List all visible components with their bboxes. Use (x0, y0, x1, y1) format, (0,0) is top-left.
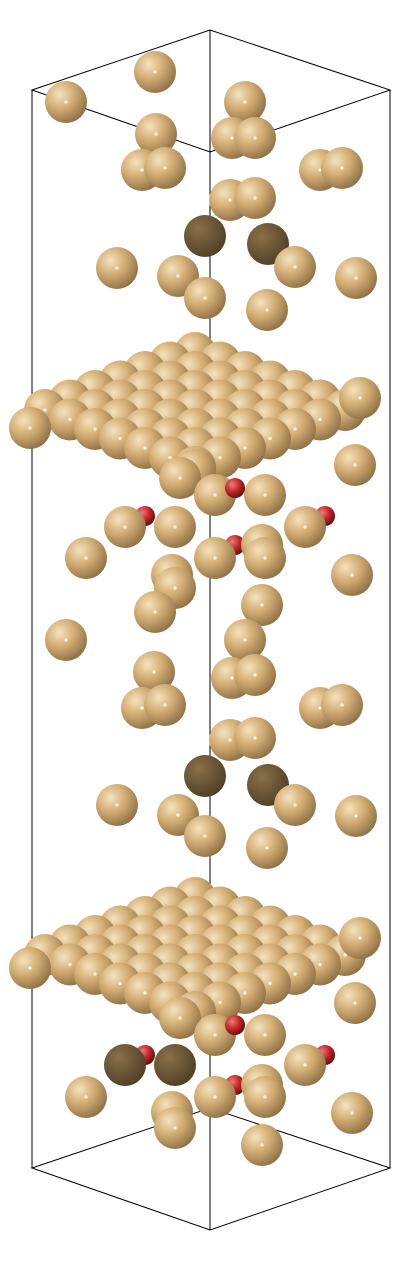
atom-highlight (253, 196, 257, 200)
atom-highlight (230, 136, 234, 140)
atom-highlight (293, 803, 297, 807)
atom-highlight (218, 1000, 222, 1005)
atom-highlight (343, 953, 347, 957)
atom-highlight (303, 525, 307, 529)
atom-highlight (303, 1063, 307, 1067)
atom-highlight (68, 962, 72, 967)
atom-highlight (293, 972, 297, 976)
atom-highlight (228, 198, 232, 202)
atom-highlight (260, 603, 264, 607)
gold-atom (184, 755, 226, 797)
atom-highlight (265, 308, 269, 312)
atom-highlight (28, 426, 32, 430)
atom-highlight (358, 396, 362, 400)
atom-highlight (268, 981, 272, 986)
atom-highlight (176, 813, 180, 817)
atom-highlight (118, 981, 122, 986)
atom-highlight (143, 991, 147, 995)
atom-highlight (84, 556, 88, 560)
atom-highlight (173, 525, 177, 529)
atom-highlight (168, 455, 172, 460)
atom-highlight (350, 573, 354, 577)
atom-highlight (153, 70, 157, 74)
atom-highlight (268, 436, 272, 441)
atom-highlight (293, 427, 297, 431)
atom-highlight (293, 265, 297, 269)
atom-highlight (123, 525, 127, 529)
atom-highlight (203, 834, 207, 838)
atom-highlight (243, 446, 247, 450)
atom-highlight (213, 1095, 217, 1099)
atom-highlight (115, 803, 119, 807)
atom-highlight (243, 991, 247, 995)
atom-highlight (163, 703, 167, 707)
atom-highlight (340, 703, 344, 707)
atom-highlight (152, 670, 156, 674)
atom-highlight (263, 493, 267, 497)
atom-highlight (176, 274, 180, 278)
atom-highlight (93, 427, 97, 431)
atom-highlight (115, 266, 119, 270)
atom-highlight (64, 638, 68, 642)
atom-highlight (213, 1033, 217, 1037)
atom-highlight (354, 814, 358, 818)
atom-highlight (263, 1033, 267, 1037)
atom-highlight (213, 556, 217, 560)
oxygen-atom (225, 1015, 245, 1035)
gold-atom (154, 1044, 196, 1086)
atom-highlight (64, 100, 68, 104)
atom-highlight (253, 673, 257, 677)
atom-highlight (353, 1001, 357, 1005)
atom-highlight (263, 1095, 267, 1099)
atom-highlight (218, 455, 222, 460)
atom-highlight (263, 556, 267, 560)
atom-highlight (228, 738, 232, 742)
atom-highlight (318, 168, 322, 172)
atom-highlight (118, 436, 122, 441)
atom-highlight (230, 676, 234, 680)
atom-highlight (358, 936, 362, 940)
gold-atom (104, 1044, 146, 1086)
atom-highlight (253, 136, 257, 140)
atom-highlight (243, 100, 247, 104)
atom-highlight (318, 962, 322, 967)
atom-highlight (353, 463, 357, 467)
gold-atom (184, 215, 226, 257)
atom-highlight (140, 168, 144, 172)
atom-highlight (93, 972, 97, 976)
atom-highlight (163, 166, 167, 170)
atom-highlight (253, 736, 257, 740)
atom-highlight (154, 132, 158, 136)
atom-highlight (173, 586, 177, 590)
atom-highlight (354, 276, 358, 280)
atom-highlight (340, 166, 344, 170)
atom-highlight (265, 846, 269, 850)
atom-highlight (28, 966, 32, 970)
atom-highlight (203, 296, 207, 300)
atoms-layer (9, 51, 381, 1166)
atom-highlight (350, 1111, 354, 1115)
atom-highlight (84, 1095, 88, 1099)
atom-highlight (260, 1143, 264, 1147)
atom-highlight (178, 1016, 182, 1020)
atom-highlight (318, 417, 322, 422)
box-top-face (30, 29, 392, 153)
box-bottom-face (30, 1107, 392, 1231)
oxygen-atom (225, 478, 245, 498)
atom-highlight (140, 706, 144, 710)
atom-highlight (318, 706, 322, 710)
atom-highlight (68, 417, 72, 422)
atom-highlight (43, 408, 47, 412)
atom-highlight (213, 493, 217, 497)
atom-highlight (143, 446, 147, 450)
atom-highlight (173, 1126, 177, 1130)
atom-highlight (243, 638, 247, 642)
atom-highlight (178, 476, 182, 480)
atom-highlight (153, 610, 157, 614)
